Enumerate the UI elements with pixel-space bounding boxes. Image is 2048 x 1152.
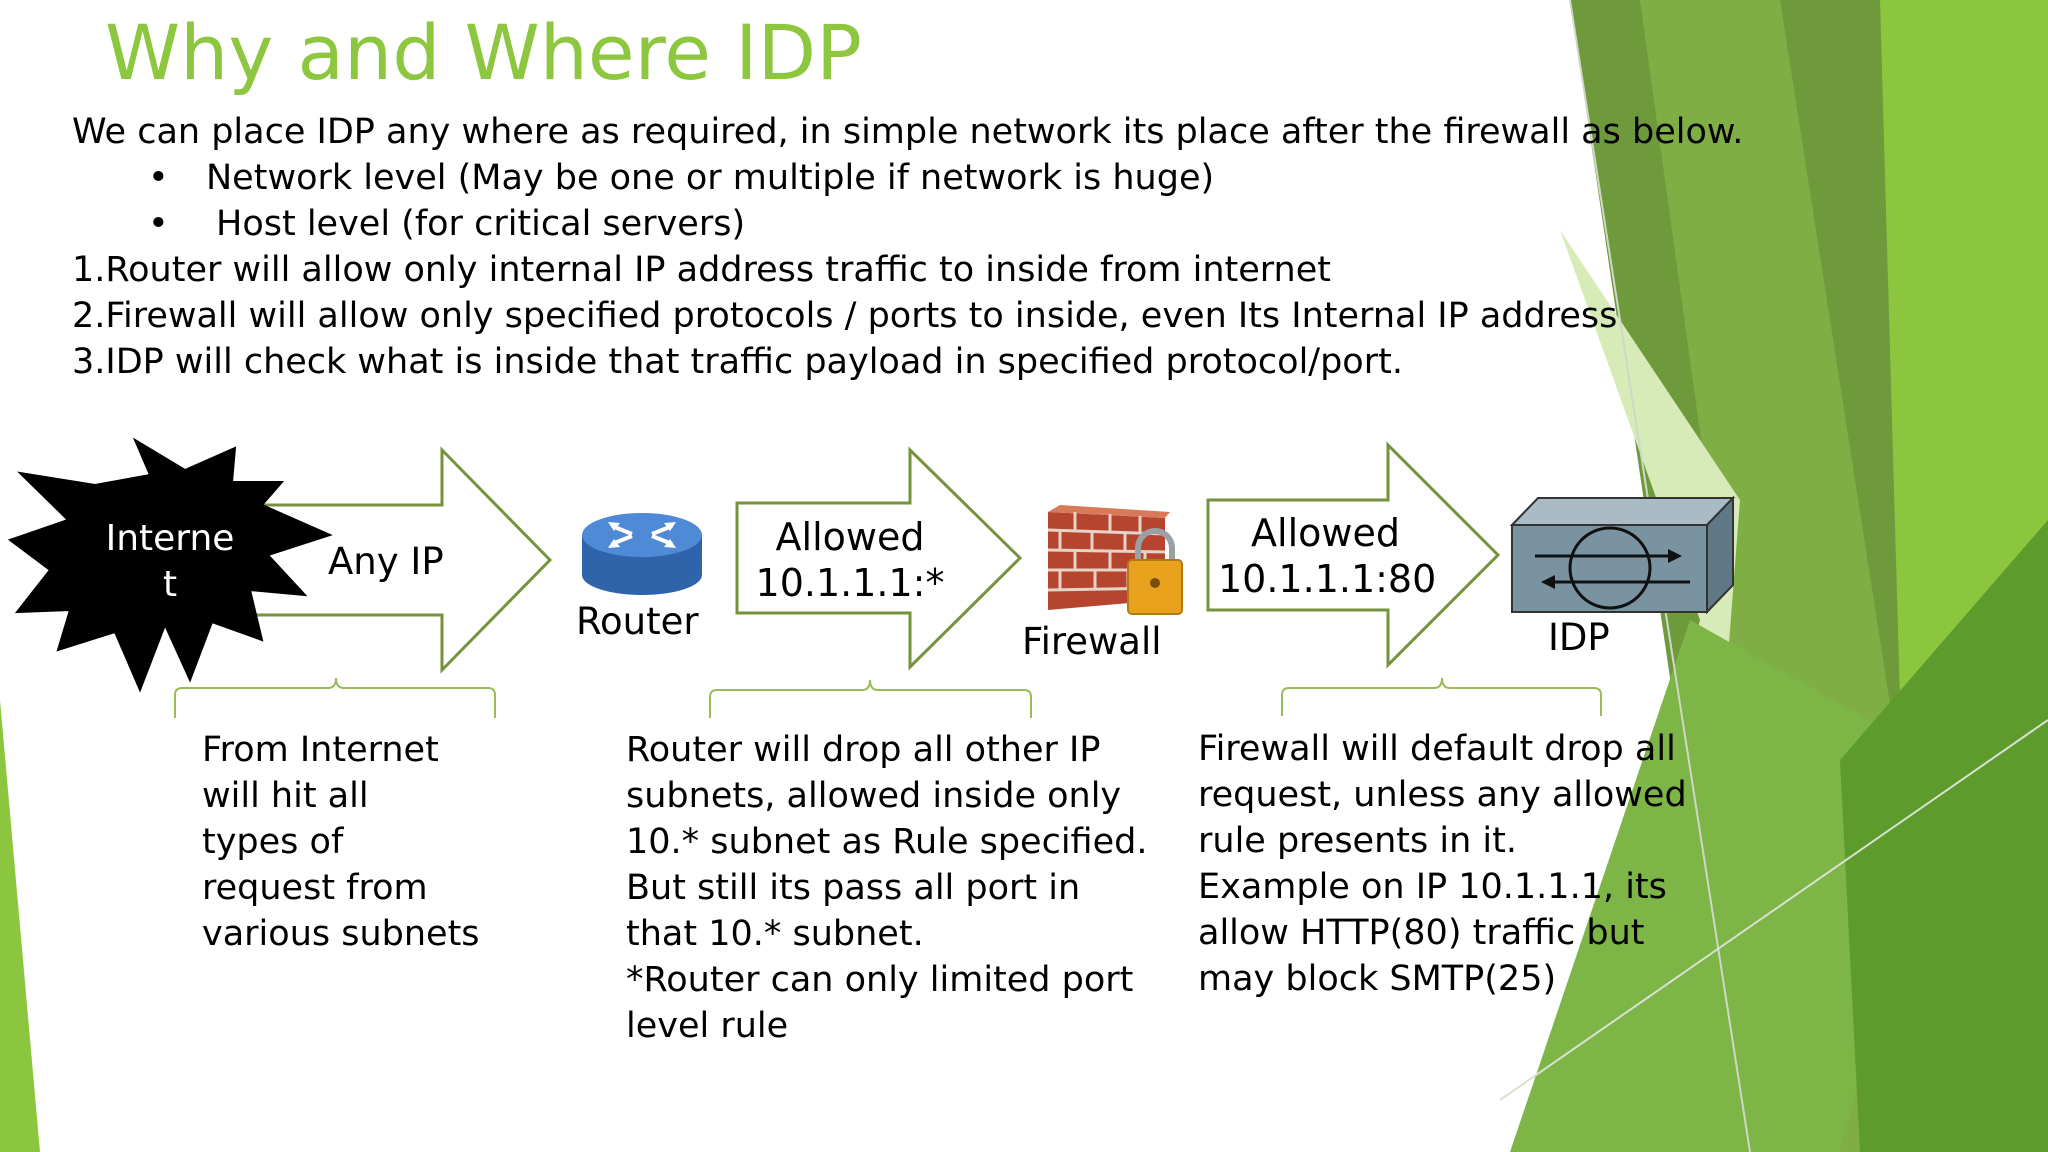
bg-left-wedge [0, 700, 40, 1152]
router-label: Router [576, 600, 699, 643]
arrow-allowed-any-port-label: Allowed 10.1.1.1:* [755, 515, 945, 605]
arrow-allowed-port-80 [1206, 441, 1501, 669]
arrow-any-ip [223, 446, 553, 674]
internet-starburst [7, 437, 333, 693]
brace-router [709, 679, 1032, 718]
bullet-marker: • [148, 204, 169, 244]
internet-label: Interne t [105, 518, 235, 605]
firewall-icon [1047, 505, 1183, 615]
firewall-label: Firewall [1022, 620, 1162, 663]
description-internet: From Internet will hit all types of requ… [202, 730, 480, 954]
arrow-allowed-port-80-label: Allowed 10.1.1.1:80 [1218, 511, 1437, 601]
description-router: Router will drop all other IP subnets, a… [626, 730, 1148, 1046]
arrow-allowed-any-port [735, 446, 1023, 671]
idp-device-icon [1509, 495, 1736, 615]
point-idp: 3.IDP will check what is inside that tra… [72, 342, 1403, 382]
idp-label: IDP [1548, 616, 1610, 659]
bullet-network-level: Network level (May be one or multiple if… [206, 158, 1215, 198]
brace-internet [174, 677, 496, 718]
brace-firewall [1281, 677, 1602, 716]
point-router: 1.Router will allow only internal IP add… [72, 250, 1331, 290]
arrow-any-ip-label: Any IP [328, 540, 444, 583]
bullet-host-level: Host level (for critical servers) [216, 204, 746, 244]
slide-title: Why and Where IDP [105, 8, 862, 97]
bg-bottom-wedge [1840, 520, 2048, 1152]
description-firewall: Firewall will default drop all request, … [1198, 729, 1687, 999]
intro-text: We can place IDP any where as required, … [72, 112, 1744, 152]
bullet-marker: • [148, 158, 169, 198]
point-firewall: 2.Firewall will allow only specified pro… [72, 296, 1618, 336]
router-icon [582, 513, 702, 595]
